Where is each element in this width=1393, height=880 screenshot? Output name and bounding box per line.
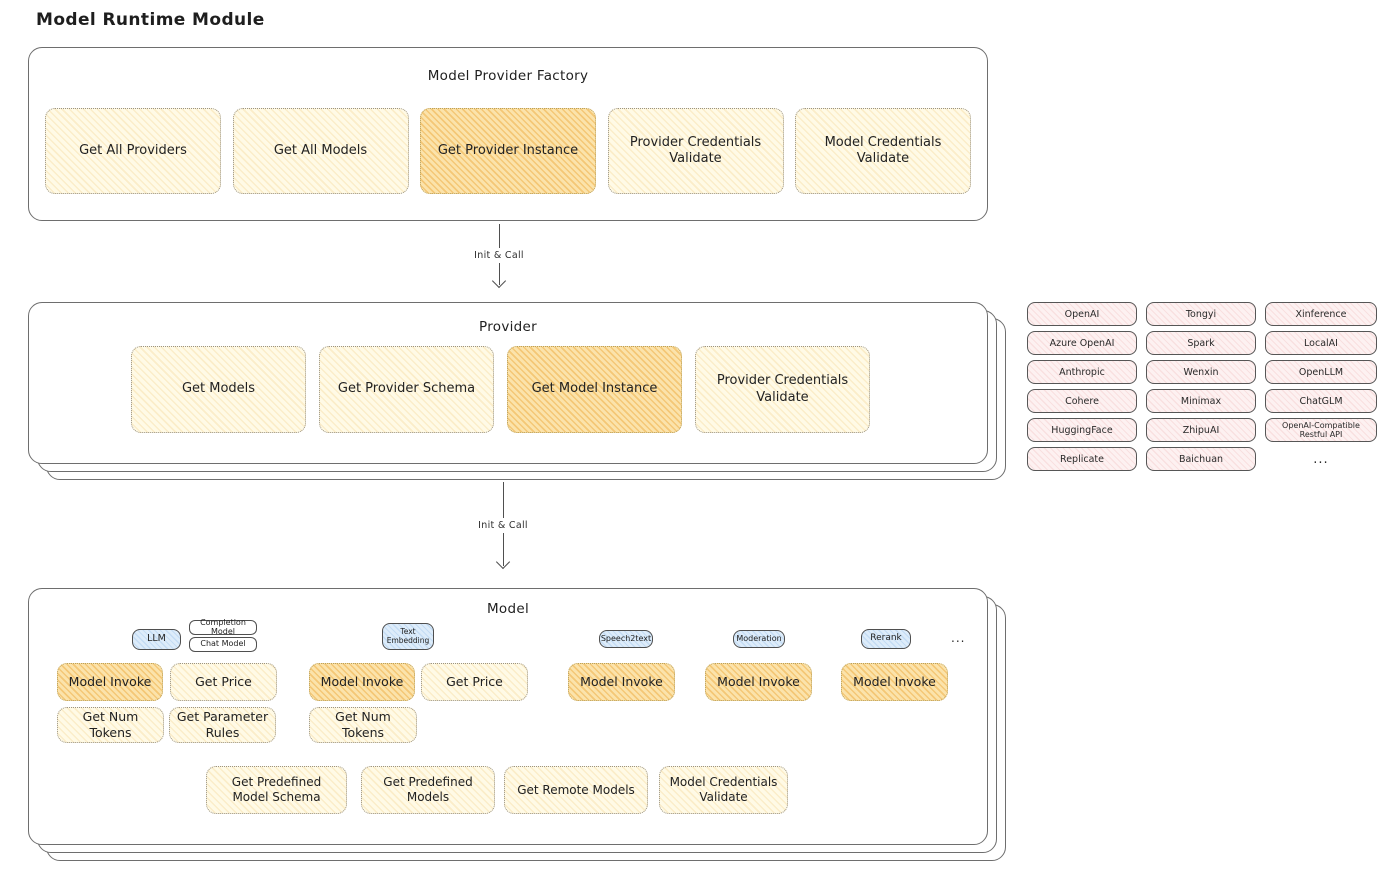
node-speech2text-model-invoke: Model Invoke: [568, 663, 675, 701]
provider-item: ZhipuAI: [1146, 418, 1256, 442]
node-get-predefined-model-schema: Get Predefined Model Schema: [206, 766, 347, 814]
provider-item: Xinference: [1265, 302, 1377, 326]
node-rerank-model-invoke: Model Invoke: [841, 663, 948, 701]
node-get-all-models: Get All Models: [232, 108, 409, 194]
provider-title: Provider: [479, 319, 537, 335]
provider-buttons-row: Get Models Get Provider Schema Get Model…: [131, 346, 870, 433]
node-provider-credentials-validate-2: Provider Credentials Validate: [695, 346, 870, 433]
node-model-credentials-validate: Model Credentials Validate: [795, 108, 971, 194]
node-embedding-get-price: Get Price: [421, 663, 528, 701]
tag-moderation: Moderation: [733, 630, 785, 648]
provider-item: OpenAI: [1027, 302, 1137, 326]
provider-item: Anthropic: [1027, 360, 1137, 384]
provider-item: Cohere: [1027, 389, 1137, 413]
node-llm-get-price: Get Price: [170, 663, 277, 701]
node-provider-credentials-validate: Provider Credentials Validate: [607, 108, 784, 194]
arrow-head-icon: [495, 554, 511, 570]
node-get-all-providers: Get All Providers: [45, 108, 221, 194]
provider-box: Provider Get Models Get Provider Schema …: [28, 302, 988, 464]
node-moderation-model-invoke: Model Invoke: [705, 663, 812, 701]
tag-speech2text: Speech2text: [599, 630, 653, 648]
node-embedding-model-invoke: Model Invoke: [309, 663, 415, 701]
provider-list-more-ellipsis: ...: [1313, 451, 1329, 467]
provider-list-grid: OpenAI Tongyi Xinference Azure OpenAI Sp…: [1027, 302, 1377, 471]
provider-item: Spark: [1146, 331, 1256, 355]
provider-item: Replicate: [1027, 447, 1137, 471]
provider-item: ChatGLM: [1265, 389, 1377, 413]
arrow-line: [502, 533, 504, 566]
factory-title: Model Provider Factory: [427, 68, 589, 84]
model-title: Model: [486, 601, 530, 617]
provider-item: Baichuan: [1146, 447, 1256, 471]
node-get-num-tokens: Get Num Tokens: [57, 707, 164, 743]
node-get-provider-schema: Get Provider Schema: [319, 346, 494, 433]
node-get-remote-models: Get Remote Models: [504, 766, 648, 814]
factory-buttons-row: Get All Providers Get All Models Get Pro…: [45, 108, 971, 194]
model-box: Model LLM Completion Model Chat Model Te…: [28, 588, 988, 845]
arrow-label: Init & Call: [478, 520, 528, 531]
tag-completion-model: Completion Model: [189, 618, 257, 635]
provider-item: Wenxin: [1146, 360, 1256, 384]
arrow-line: [498, 263, 500, 285]
provider-item: Azure OpenAI: [1027, 331, 1137, 355]
provider-item: LocalAI: [1265, 331, 1377, 355]
model-provider-factory-box: Model Provider Factory Get All Providers…: [28, 47, 988, 221]
tag-rerank: Rerank: [861, 629, 911, 649]
provider-item: HuggingFace: [1027, 418, 1137, 442]
arrow-line: [502, 482, 504, 518]
node-llm-model-invoke: Model Invoke: [57, 663, 163, 701]
provider-item: Minimax: [1146, 389, 1256, 413]
node-get-predefined-models: Get Predefined Models: [361, 766, 495, 814]
provider-item: OpenAI-Compatible Restful API: [1265, 418, 1377, 442]
tag-text-embedding: Text Embedding: [382, 623, 434, 650]
node-get-model-instance: Get Model Instance: [507, 346, 682, 433]
provider-item: OpenLLM: [1265, 360, 1377, 384]
arrow-provider-to-model: Init & Call: [463, 482, 543, 570]
arrow-label: Init & Call: [474, 250, 524, 261]
tag-chat-model: Chat Model: [189, 637, 257, 652]
node-get-num-tokens-2: Get Num Tokens: [309, 707, 417, 743]
arrow-head-icon: [491, 273, 507, 289]
provider-item: Tongyi: [1146, 302, 1256, 326]
arrow-line: [498, 224, 500, 248]
node-get-parameter-rules: Get Parameter Rules: [169, 707, 276, 743]
model-types-more-ellipsis: ...: [951, 631, 966, 645]
tag-llm: LLM: [132, 629, 181, 650]
node-get-models: Get Models: [131, 346, 306, 433]
node-get-provider-instance: Get Provider Instance: [420, 108, 596, 194]
node-model-credentials-validate-2: Model Credentials Validate: [659, 766, 788, 814]
arrow-factory-to-provider: Init & Call: [459, 224, 539, 289]
page-title: Model Runtime Module: [36, 10, 265, 30]
